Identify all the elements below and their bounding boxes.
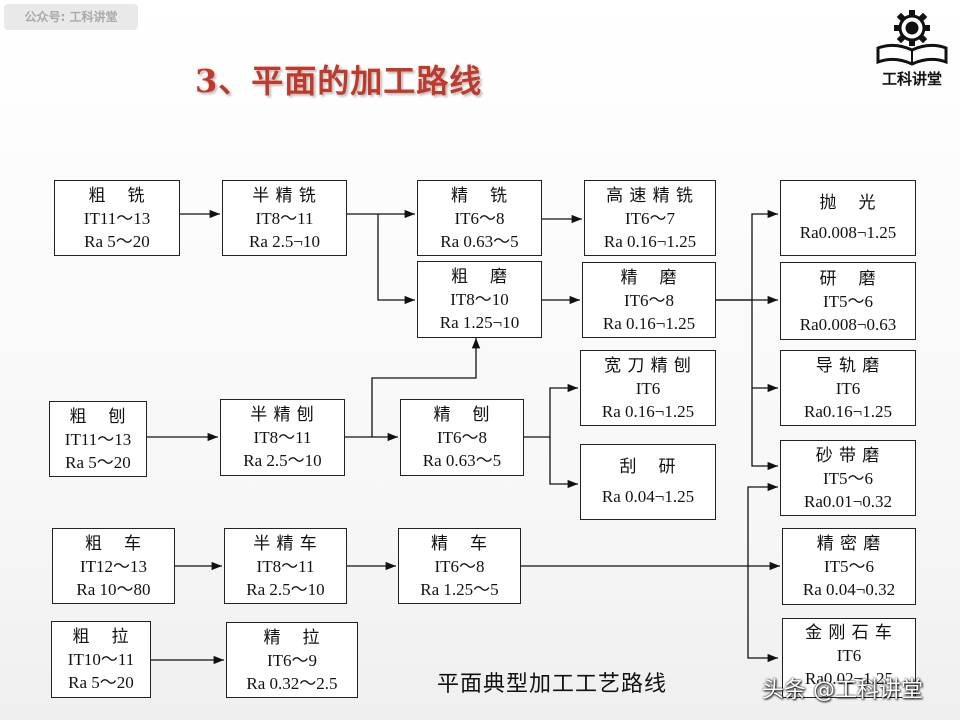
footer-watermark: 头条 @工科讲堂 (762, 678, 923, 703)
page-title: 3、平面的加工路线 (195, 62, 483, 100)
gear-book-logo-icon (876, 10, 948, 66)
logo-text: 工科讲堂 (881, 70, 942, 88)
diagram-caption: 平面典型加工工艺路线 (437, 672, 668, 697)
watermark: 公众号: 工科讲堂 (4, 4, 138, 30)
